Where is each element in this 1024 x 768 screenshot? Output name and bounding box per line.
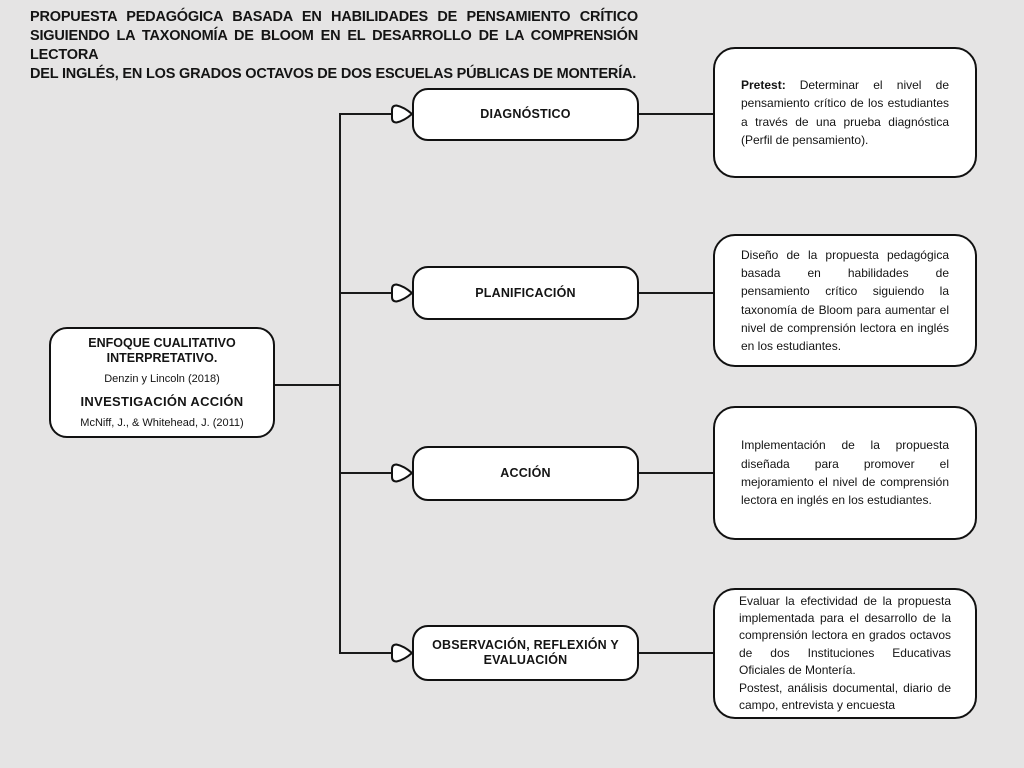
root-node-enfoque: ENFOQUE CUALITATIVO INTERPRETATIVO. Denz… <box>49 327 275 438</box>
stage-label: DIAGNÓSTICO <box>480 107 571 121</box>
connector-observacion-to-description <box>637 652 715 654</box>
root-citation-denzin: Denzin y Lincoln (2018) <box>104 373 220 385</box>
root-heading-enfoque: ENFOQUE CUALITATIVO INTERPRETATIVO. <box>88 336 236 365</box>
stage-node-diagnostico: DIAGNÓSTICO <box>412 88 639 141</box>
title-line: DEL INGLÉS, EN LOS GRADOS OCTAVOS DE DOS… <box>30 66 637 82</box>
stage-label: OBSERVACIÓN, REFLEXIÓN Y EVALUACIÓN <box>432 638 619 667</box>
root-heading-investigacion: INVESTIGACIÓN ACCIÓN <box>80 394 244 409</box>
title-line: PROPUESTA PEDAGÓGICA BASADA EN HABILIDAD… <box>30 9 638 25</box>
description-text: Pretest:Determinar el nivel de pensamien… <box>741 77 949 147</box>
description-text: Evaluar la efectividad de la propuesta i… <box>739 593 951 678</box>
arrow-right-icon <box>390 281 414 305</box>
connector-branch-accion <box>340 472 392 474</box>
stage-label: PLANIFICACIÓN <box>475 285 576 300</box>
description-node-observacion: Evaluar la efectividad de la propuesta i… <box>713 588 977 719</box>
diagram-title: PROPUESTA PEDAGÓGICA BASADA EN HABILIDAD… <box>30 8 638 84</box>
description-node-diagnostico: Pretest:Determinar el nivel de pensamien… <box>713 47 977 178</box>
arrow-right-icon <box>390 641 414 665</box>
root-citation-mcniff: McNiff, J., & Whitehead, J. (2011) <box>80 417 244 429</box>
stage-label: ACCIÓN <box>500 466 551 480</box>
connector-root-to-trunk <box>273 384 341 386</box>
arrow-right-icon <box>390 102 414 126</box>
stage-node-planificacion: PLANIFICACIÓN <box>412 266 639 320</box>
title-line: SIGUIENDO LA TAXONOMÍA DE BLOOM EN EL DE… <box>30 28 638 63</box>
stage-node-accion: ACCIÓN <box>412 446 639 501</box>
description-text: Implementación de la propuesta diseñada … <box>741 438 949 508</box>
description-text: Diseño de la propuesta pedagógica basada… <box>741 247 949 354</box>
connector-branch-observacion <box>340 652 392 654</box>
description-text-2: Postest, análisis documental, diario de … <box>739 680 951 713</box>
connector-trunk <box>339 113 341 654</box>
description-bold-prefix: Pretest: <box>741 77 786 92</box>
description-node-accion: Implementación de la propuesta diseñada … <box>713 406 977 540</box>
connector-branch-diagnostico <box>340 113 392 115</box>
connector-diagnostico-to-description <box>637 113 715 115</box>
description-node-planificacion: Diseño de la propuesta pedagógica basada… <box>713 234 977 367</box>
connector-accion-to-description <box>637 472 715 474</box>
stage-node-observacion: OBSERVACIÓN, REFLEXIÓN Y EVALUACIÓN <box>412 625 639 681</box>
connector-planificacion-to-description <box>637 292 715 294</box>
arrow-right-icon <box>390 461 414 485</box>
connector-branch-planificacion <box>340 292 392 294</box>
